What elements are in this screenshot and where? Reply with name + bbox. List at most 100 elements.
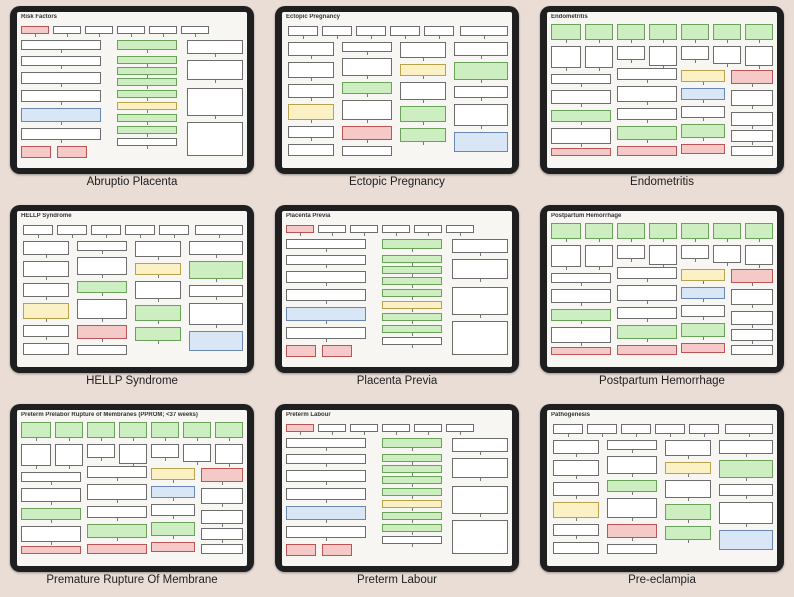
connector-line [197,462,198,465]
flowchart-box [181,26,209,34]
connector-line [102,251,103,254]
connector-line [576,476,577,479]
flowchart-box [342,82,392,94]
flowchart-box [183,422,211,438]
tablet-screen: Preterm Labour [282,410,512,566]
tablet-frame: Preterm Prelabor Rupture of Membranes (P… [10,404,254,572]
connector-line [133,464,134,467]
flowchart-box [286,271,366,283]
flowchart-box [649,245,677,265]
flowchart-box [745,223,773,239]
flowchart-box [125,225,155,235]
connector-line [746,524,747,527]
flowchart-box [607,498,657,518]
flowchart-box [551,128,611,144]
flowchart-box [117,26,145,34]
flowchart-box [286,289,366,301]
flowchart-box [713,245,741,263]
connector-line [412,333,413,336]
connector-line [704,434,705,437]
flowchart-box [322,26,352,36]
flowchart-box [286,454,366,464]
connector-line [599,68,600,71]
flowchart-box [617,46,645,60]
flowchart-box [189,303,243,325]
connector-line [428,432,429,435]
connector-line [576,454,577,457]
flowchart-box [454,132,508,152]
flowchart-box [117,78,177,86]
connector-line [581,122,582,125]
connector-line [752,84,753,87]
flowchart-box [681,144,725,154]
flowchart-box [85,26,113,34]
connector-line [99,34,100,37]
flowchart-box [551,327,611,343]
flowchart-box [681,88,725,100]
flowchart-box [21,72,101,84]
connector-line [632,518,633,521]
connector-line [480,452,481,455]
connector-line [364,432,365,435]
connector-line [367,52,368,55]
flowchart-box [21,488,81,502]
flowchart-box [77,325,127,339]
connector-line [412,285,413,288]
connector-line [371,36,372,39]
flowchart-box [189,331,243,351]
connector-line [158,299,159,302]
flowchart-box [585,24,613,40]
flowchart-box [322,345,352,357]
connector-line [147,122,148,125]
flowchart-box [731,146,773,156]
flowchart-box [77,241,127,251]
preview-tile[interactable]: Preterm Prelabor Rupture of Membranes (P… [0,398,264,597]
flowchart-box [215,444,243,464]
flowchart-box [201,544,243,554]
flowchart-box [551,309,611,321]
flowchart-box [87,506,147,518]
tablet-frame: Pathogenesis [540,404,784,572]
connector-line [326,482,327,485]
connector-line [481,80,482,83]
sheet-heading: Endometritis [551,14,588,20]
connector-line [38,235,39,238]
connector-line [337,36,338,39]
flowchart-box [119,444,147,464]
connector-line [749,434,750,437]
flowchart-box [551,148,611,156]
connector-line [632,474,633,477]
flowchart-box [446,225,474,233]
connector-line [367,140,368,143]
flowchart-box [382,289,442,297]
connector-line [102,339,103,342]
connector-line [303,36,304,39]
connector-line [67,34,68,37]
sheet-heading: Placenta Previa [286,213,331,219]
flowchart-box [382,500,442,508]
flowchart-box [390,26,420,36]
connector-line [51,542,52,545]
flowchart-box [117,90,177,98]
flowchart-box [288,104,334,120]
connector-line [412,274,413,277]
flowchart-box [57,146,87,158]
tablet-screen: Postpartum Hemorrhage [547,211,777,367]
connector-line [663,66,664,69]
connector-line [759,265,760,268]
sheet-heading: Pathogenesis [551,412,591,418]
flowchart-box [681,287,725,299]
connector-line [439,36,440,39]
tile-caption: Pre-eclampia [628,574,696,586]
flowchart-box [551,46,581,68]
flowchart-box [286,488,366,500]
flowchart-box [21,128,101,140]
